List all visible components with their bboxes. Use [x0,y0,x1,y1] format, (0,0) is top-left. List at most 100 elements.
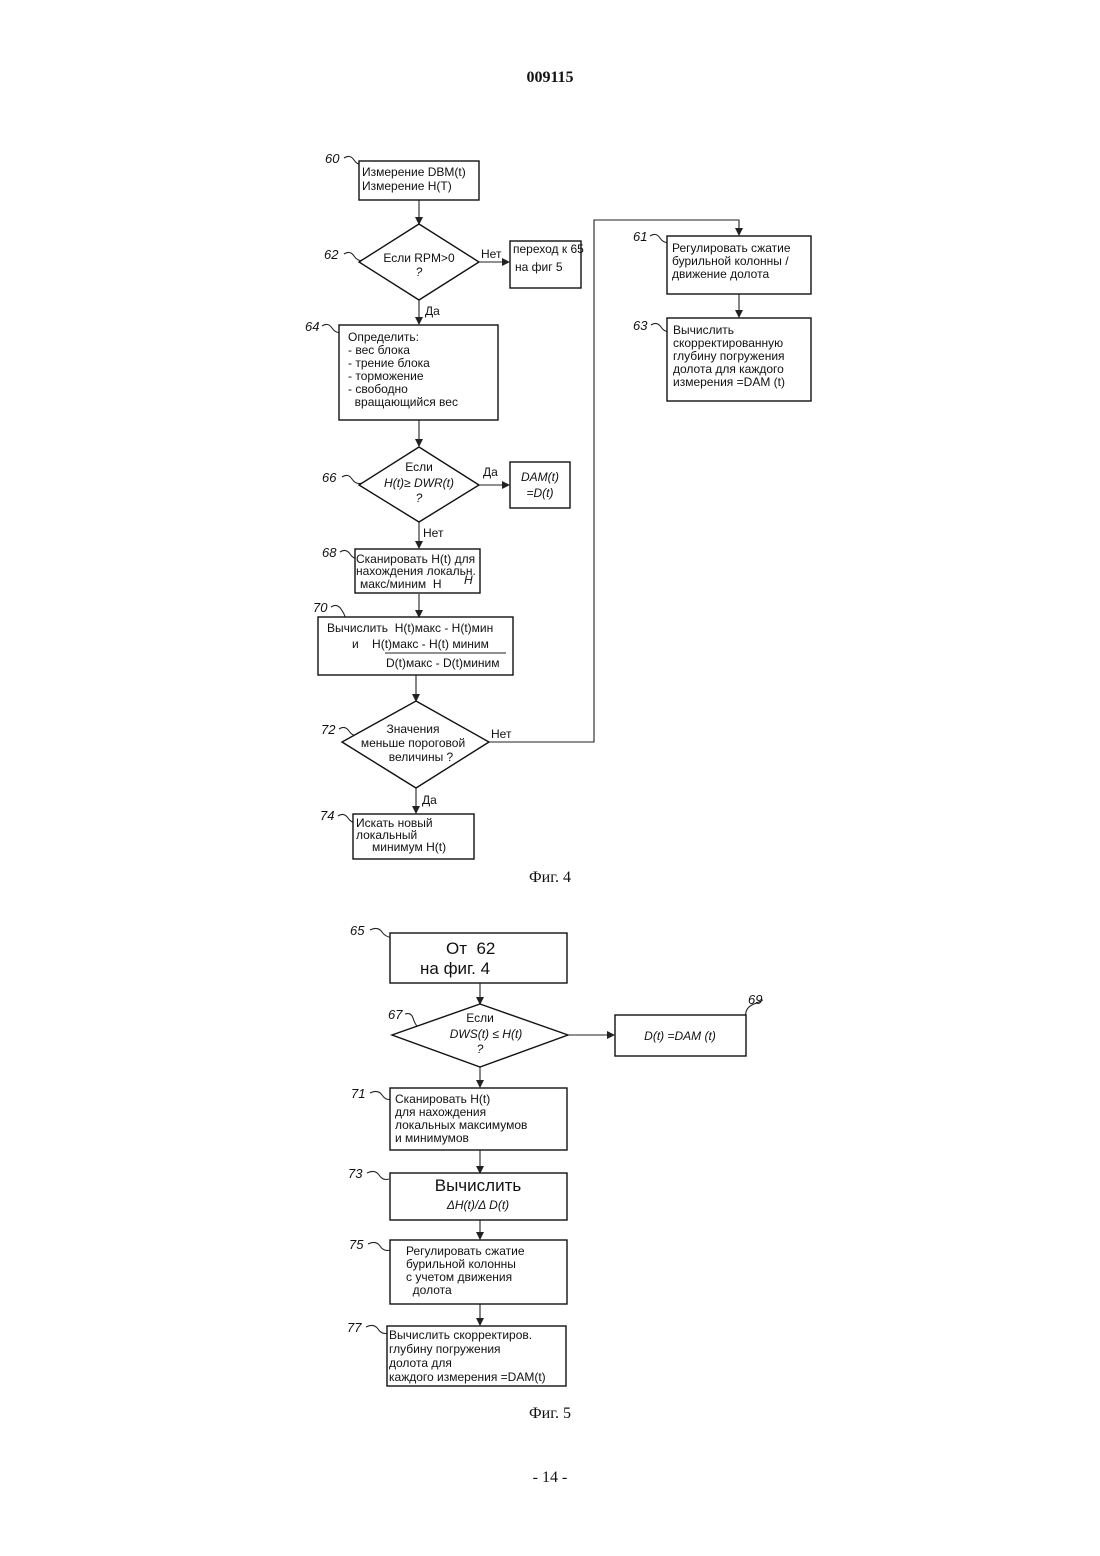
leader-77 [366,1325,388,1333]
svg-text:макс/миним H: макс/миним H [360,577,442,591]
node-75-regulate: Регулировать сжатие бурильной колонны с … [390,1240,567,1304]
node-dam-equals-d: DAM(t) =D(t) [510,462,570,508]
svg-text:и минимумов: и минимумов [395,1131,469,1145]
svg-text:Вычислить: Вычислить [435,1176,522,1195]
label-64: 64 [305,319,319,334]
label-70: 70 [313,600,328,615]
node-65-from-fig4: От 62 на фиг. 4 [390,933,567,983]
decision-66-hook-load: Если H(t)≥ DWR(t) ? [359,447,479,522]
label-73: 73 [348,1166,363,1181]
svg-text:скорректированную: скорректированную [673,336,783,350]
svg-text:?: ? [416,491,423,505]
svg-text:- свободно: - свободно [348,382,408,396]
branch-no-66: Нет [423,526,444,540]
svg-text:Если RPM>0: Если RPM>0 [383,251,455,265]
svg-text:Вычислить скорректиров.: Вычислить скорректиров. [389,1328,532,1342]
svg-text:Если: Если [466,1011,494,1025]
svg-text:?: ? [477,1042,484,1056]
svg-text:движение долота: движение долота [672,267,769,281]
svg-text:?: ? [416,265,423,279]
svg-text:каждого измерения =DAM(t): каждого измерения =DAM(t) [389,1370,546,1384]
node-63-compute-depth: Вычислить скорректированную глубину погр… [667,318,811,401]
label-63: 63 [633,318,648,333]
label-71: 71 [351,1086,365,1101]
svg-text:нахождения локальн.: нахождения локальн. [356,564,476,578]
figure-4-caption: Фиг. 4 [529,869,571,886]
label-66: 66 [322,470,337,485]
node-69-d-equals-dam: D(t) =DAM (t) [615,1015,746,1056]
svg-text:DAM(t): DAM(t) [521,470,559,484]
svg-text:H: H [464,573,473,587]
svg-text:Регулировать сжатие: Регулировать сжатие [406,1244,525,1258]
decision-72-threshold: Значения меньше пороговой величины ? [342,701,489,788]
svg-text:на фиг. 4: на фиг. 4 [420,959,490,978]
svg-text:- трение блока: - трение блока [348,356,430,370]
node-64-determine: Определить: - вес блока - трение блока -… [339,325,498,420]
leader-67 [405,1014,417,1027]
svg-text:минимум H(t): минимум H(t) [372,840,446,854]
label-60: 60 [325,151,340,166]
svg-text:ΔH(t)/Δ D(t): ΔH(t)/Δ D(t) [446,1198,509,1212]
branch-no-72: Нет [491,727,512,741]
page-number: - 14 - [533,1469,568,1486]
leader-73 [367,1171,389,1179]
leader-71 [370,1091,392,1099]
svg-text:Сканировать H(t): Сканировать H(t) [395,1092,490,1106]
node-70-compute: Вычислить H(t)макс - H(t)мин и H(t)макс … [318,617,513,675]
label-74: 74 [320,808,334,823]
node-74-search: Искать новый локальный минимум H(t) [353,814,474,859]
svg-text:Вычислить: Вычислить [673,323,734,337]
svg-text:Вычислить H(t)макс - H(t)мин: Вычислить H(t)макс - H(t)мин [327,621,493,635]
branch-yes-62: Да [425,304,440,318]
svg-text:величины ?: величины ? [389,750,454,764]
svg-text:- торможение: - торможение [348,369,424,383]
label-77: 77 [347,1320,362,1335]
label-65: 65 [350,923,365,938]
label-62: 62 [324,247,339,262]
svg-text:меньше пороговой: меньше пороговой [361,736,465,750]
label-68: 68 [322,545,337,560]
svg-text:D(t) =DAM (t): D(t) =DAM (t) [644,1029,716,1043]
svg-text:локальных максимумов: локальных максимумов [395,1118,527,1132]
svg-text:глубину погружения: глубину погружения [673,349,785,363]
node-60-measure: Измерение DBM(t) Измерение H(T) [359,161,479,200]
branch-no-62: Нет [481,247,502,261]
node-71-scan: Сканировать H(t) для нахождения локальны… [390,1088,567,1150]
leader-75 [368,1242,390,1250]
svg-text:Измерение DBM(t): Измерение DBM(t) [362,165,466,179]
leader-70 [331,605,345,617]
label-61: 61 [633,229,647,244]
label-75: 75 [349,1237,364,1252]
svg-text:- вес блока: - вес блока [348,343,410,357]
branch-yes-72: Да [422,793,437,807]
svg-text:Определить:: Определить: [348,330,419,344]
svg-text:на фиг 5: на фиг 5 [515,260,563,274]
svg-text:DWS(t) ≤ H(t): DWS(t) ≤ H(t) [450,1027,523,1041]
figure-4: 60 Измерение DBM(t) Измерение H(T) 62 Ес… [305,151,811,886]
document-number: 009115 [526,69,573,86]
label-67: 67 [388,1007,403,1022]
svg-text:Регулировать сжатие: Регулировать сжатие [672,241,791,255]
branch-yes-66: Да [483,465,498,479]
leader-62 [344,252,364,260]
decision-62-rpm: Если RPM>0 ? [359,224,479,300]
svg-text:глубину погружения: глубину погружения [389,1342,501,1356]
node-73-compute-ratio: Вычислить ΔH(t)/Δ D(t) [390,1173,567,1220]
svg-text:для нахождения: для нахождения [395,1105,486,1119]
label-69: 69 [748,992,762,1007]
node-68-scan: Сканировать H(t) для нахождения локальн.… [355,549,480,593]
svg-text:долота для каждого: долота для каждого [673,362,784,376]
svg-text:D(t)макс - D(t)миним: D(t)макс - D(t)миним [386,656,500,670]
decision-67-dws: Если DWS(t) ≤ H(t) ? [392,1004,568,1067]
svg-text:бурильной колонны /: бурильной колонны / [672,254,789,268]
svg-text:Измерение H(T): Измерение H(T) [362,179,452,193]
svg-text:Значения: Значения [386,722,439,736]
svg-text:=D(t): =D(t) [527,486,554,500]
svg-text:и H(t)макс - H(t) миним: и H(t)макс - H(t) миним [352,637,489,651]
svg-text:бурильной колонны: бурильной колонны [406,1257,516,1271]
svg-text:вращающийся вес: вращающийся вес [348,395,458,409]
node-77-compute-depth: Вычислить скорректиров. глубину погружен… [387,1326,566,1386]
node-61-regulate: Регулировать сжатие бурильной колонны / … [667,236,811,294]
svg-text:с учетом движения: с учетом движения [406,1270,512,1284]
figure-5-caption: Фиг. 5 [529,1405,571,1422]
